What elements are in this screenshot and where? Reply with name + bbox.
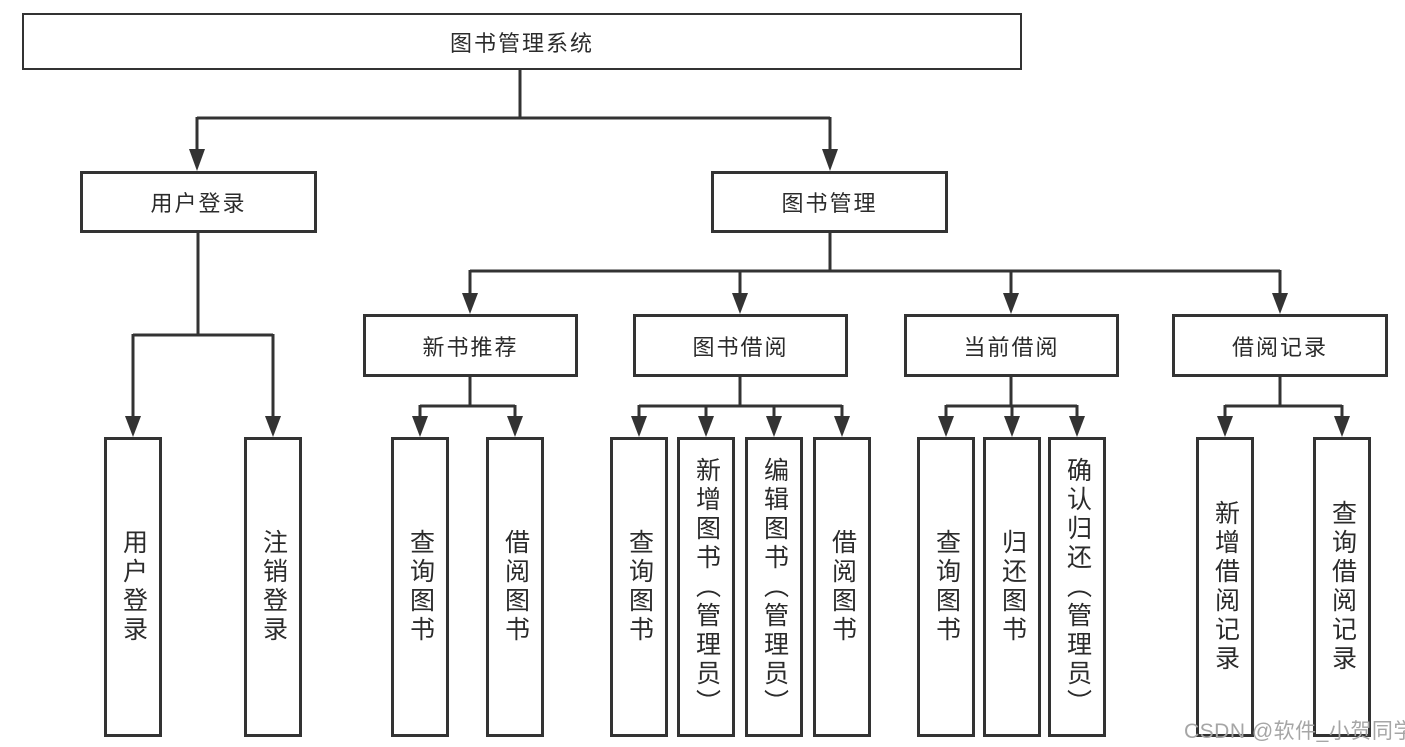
node-label: 用户登录 xyxy=(119,529,148,645)
node-leaf-cb-return-books: 归还图书 xyxy=(983,437,1041,737)
node-label: 编辑图书（管理员） xyxy=(760,456,789,718)
arrow-down-icons xyxy=(125,149,1350,437)
node-leaf-user-login: 用户登录 xyxy=(104,437,162,737)
node-label: 图书借阅 xyxy=(692,334,789,360)
node-leaf-logout: 注销登录 xyxy=(244,437,302,737)
node-label: 当前借阅 xyxy=(963,334,1060,360)
node-book-borrowing: 图书借阅 xyxy=(633,314,848,377)
node-book-management: 图书管理 xyxy=(711,171,948,233)
node-borrowing-records: 借阅记录 xyxy=(1172,314,1388,377)
connector-paths xyxy=(131,70,1344,418)
node-leaf-cb-confirm-return-admin: 确认归还（管理员） xyxy=(1048,437,1106,737)
node-label: 查询借阅记录 xyxy=(1328,500,1357,674)
node-label: 查询图书 xyxy=(406,529,435,645)
node-label: 用户登录 xyxy=(150,191,247,216)
node-label: 查询图书 xyxy=(625,529,654,645)
node-label: 借阅记录 xyxy=(1231,334,1328,360)
node-new-book-recommend: 新书推荐 xyxy=(363,314,578,377)
node-library-management-system: 图书管理系统 xyxy=(22,13,1022,70)
node-leaf-bb-add-books-admin: 新增图书（管理员） xyxy=(677,437,735,737)
node-label: 新增图书（管理员） xyxy=(692,456,721,718)
node-leaf-bb-query-books: 查询图书 xyxy=(610,437,668,737)
node-current-borrowing: 当前借阅 xyxy=(904,314,1119,377)
node-label: 借阅图书 xyxy=(501,529,530,645)
csdn-watermark: CSDN @软件_小贺同学 xyxy=(1184,720,1405,743)
node-label: 注销登录 xyxy=(259,529,288,645)
node-leaf-bb-edit-books-admin: 编辑图书（管理员） xyxy=(745,437,803,737)
node-label: 新书推荐 xyxy=(422,334,519,360)
node-label: 归还图书 xyxy=(998,529,1027,645)
node-label: 确认归还（管理员） xyxy=(1063,456,1092,718)
node-label: 图书管理 xyxy=(781,191,878,216)
node-label: 借阅图书 xyxy=(828,529,857,645)
node-leaf-nbr-query-books: 查询图书 xyxy=(391,437,449,737)
node-leaf-br-add-record: 新增借阅记录 xyxy=(1196,437,1254,737)
node-leaf-br-query-record: 查询借阅记录 xyxy=(1313,437,1371,737)
node-leaf-nbr-borrow-books: 借阅图书 xyxy=(486,437,544,737)
node-leaf-bb-borrow-books: 借阅图书 xyxy=(813,437,871,737)
node-label: 查询图书 xyxy=(932,529,961,645)
node-label: 图书管理系统 xyxy=(449,30,594,56)
node-leaf-cb-query-books: 查询图书 xyxy=(917,437,975,737)
node-user-login: 用户登录 xyxy=(80,171,317,233)
node-label: 新增借阅记录 xyxy=(1211,500,1240,674)
